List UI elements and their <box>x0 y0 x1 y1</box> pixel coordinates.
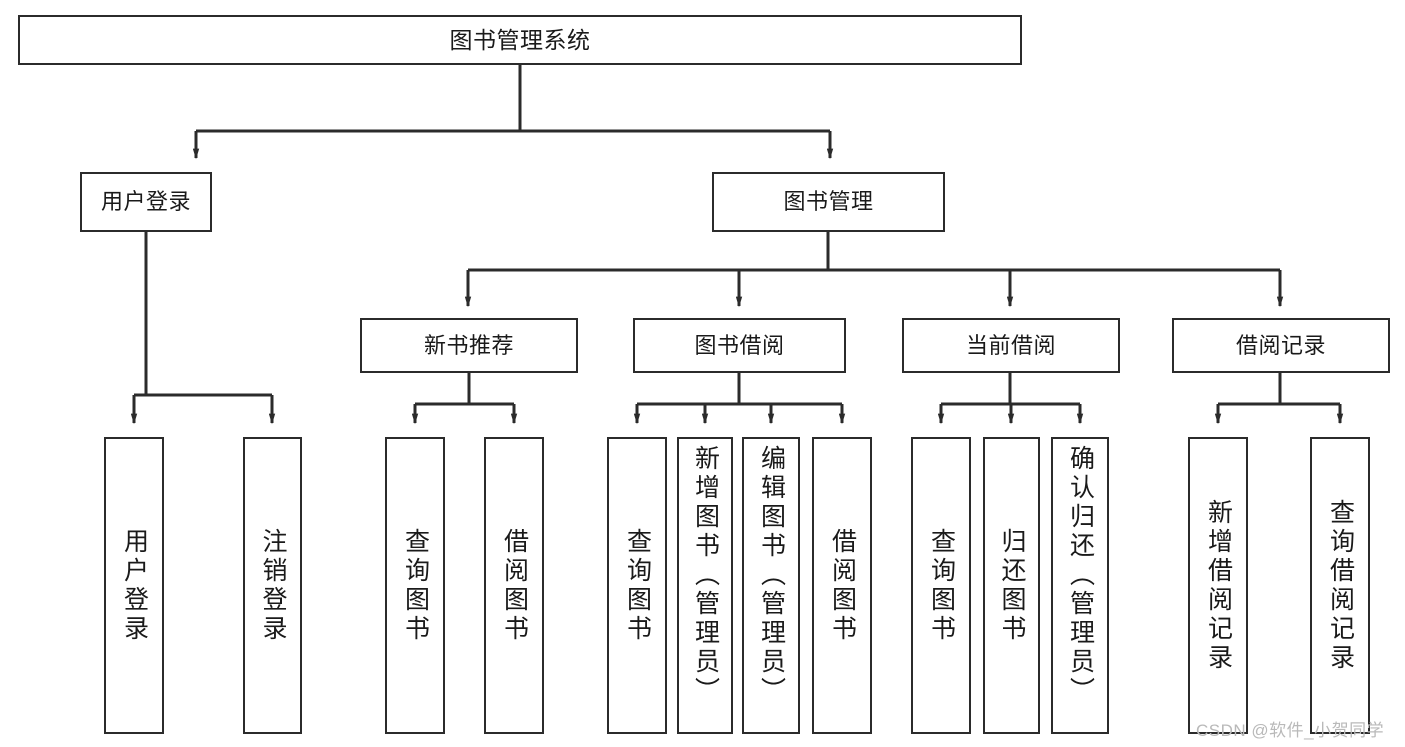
leaf-borrow-book-borrow-label: 借阅图书 <box>828 527 857 644</box>
leaf-edit-book-admin-label: 编辑图书（管理员） <box>757 445 786 706</box>
node-user-login-label: 用户登录 <box>100 189 191 215</box>
leaf-add-book-admin-label: 新增图书（管理员） <box>691 445 720 706</box>
node-borrow-record-label: 借阅记录 <box>1235 332 1326 358</box>
leaf-query-borrow-record[interactable]: 查询借阅记录 <box>1310 437 1370 734</box>
leaf-confirm-return-admin[interactable]: 确认归还（管理员） <box>1051 437 1109 734</box>
leaf-logout[interactable]: 注销登录 <box>243 437 302 734</box>
leaf-query-book-current[interactable]: 查询图书 <box>911 437 971 734</box>
node-root-label: 图书管理系统 <box>449 26 591 53</box>
leaf-return-book-label: 归还图书 <box>998 527 1026 644</box>
leaf-query-book-borrow[interactable]: 查询图书 <box>607 437 667 734</box>
node-new-book-rec-label: 新书推荐 <box>423 332 514 358</box>
leaf-borrow-book-borrow[interactable]: 借阅图书 <box>812 437 872 734</box>
node-book-borrow-label: 图书借阅 <box>694 332 785 358</box>
leaf-confirm-return-admin-label: 确认归还（管理员） <box>1066 445 1095 706</box>
leaf-query-book-rec-label: 查询图书 <box>401 527 430 644</box>
leaf-add-borrow-record[interactable]: 新增借阅记录 <box>1188 437 1248 734</box>
leaf-borrow-book-rec-label: 借阅图书 <box>500 527 529 644</box>
node-new-book-rec[interactable]: 新书推荐 <box>360 318 578 373</box>
leaf-query-book-current-label: 查询图书 <box>927 527 956 644</box>
node-current-borrow-label: 当前借阅 <box>965 332 1056 358</box>
leaf-query-book-rec[interactable]: 查询图书 <box>385 437 445 734</box>
leaf-return-book[interactable]: 归还图书 <box>983 437 1040 734</box>
leaf-add-borrow-record-label: 新增借阅记录 <box>1204 498 1233 673</box>
leaf-query-borrow-record-label: 查询借阅记录 <box>1326 498 1355 673</box>
node-borrow-record[interactable]: 借阅记录 <box>1172 318 1390 373</box>
node-book-borrow[interactable]: 图书借阅 <box>633 318 846 373</box>
csdn-watermark: CSDN @软件_小贺同学 <box>1196 721 1385 740</box>
leaf-query-book-borrow-label: 查询图书 <box>623 527 652 644</box>
node-current-borrow[interactable]: 当前借阅 <box>902 318 1120 373</box>
node-book-manage-label: 图书管理 <box>783 189 874 215</box>
leaf-user-login-label: 用户登录 <box>120 527 149 644</box>
leaf-edit-book-admin[interactable]: 编辑图书（管理员） <box>742 437 800 734</box>
node-book-manage[interactable]: 图书管理 <box>712 172 945 232</box>
leaf-logout-label: 注销登录 <box>259 527 287 644</box>
leaf-add-book-admin[interactable]: 新增图书（管理员） <box>677 437 733 734</box>
leaf-borrow-book-rec[interactable]: 借阅图书 <box>484 437 544 734</box>
node-root[interactable]: 图书管理系统 <box>18 15 1022 65</box>
node-user-login[interactable]: 用户登录 <box>80 172 212 232</box>
leaf-user-login[interactable]: 用户登录 <box>104 437 164 734</box>
